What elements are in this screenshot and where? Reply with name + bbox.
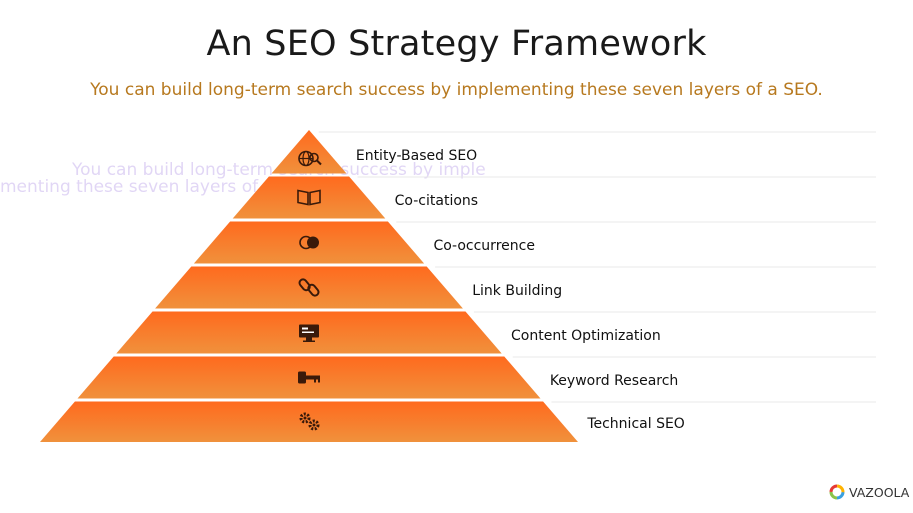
vazoola-ring-logo-icon [829, 484, 845, 500]
open-book-icon [297, 189, 321, 206]
layer-label-3: Co-occurrence [433, 237, 535, 254]
layer-label-4: Link Building [472, 282, 563, 299]
vazoola-brand: VAZOOLA [829, 483, 909, 501]
globe-search-icon [298, 150, 322, 167]
monitor-icon [299, 324, 319, 342]
page-title: An SEO Strategy Framework [206, 24, 707, 64]
pyramid-layer-2 [232, 176, 386, 219]
brand-name: VAZOOLA [849, 484, 910, 500]
overlapping-circles-icon [299, 235, 319, 250]
gears-icon [299, 412, 320, 431]
chain-link-icon [298, 278, 320, 297]
layer-label-1: Entity-Based SEO [355, 147, 478, 164]
layer-label-7: Technical SEO [587, 416, 685, 432]
pyramid-layer-7 [40, 401, 578, 442]
page-subtitle: You can build long-term search success b… [90, 80, 823, 100]
layer-label-5: Content Optimization [511, 327, 661, 344]
layer-label-2: Co-citations [394, 192, 479, 209]
ghost-text-line2: menting these seven layers of a SEO [0, 177, 315, 197]
layer-label-6: Keyword Research [549, 372, 679, 389]
key-icon [298, 371, 320, 384]
